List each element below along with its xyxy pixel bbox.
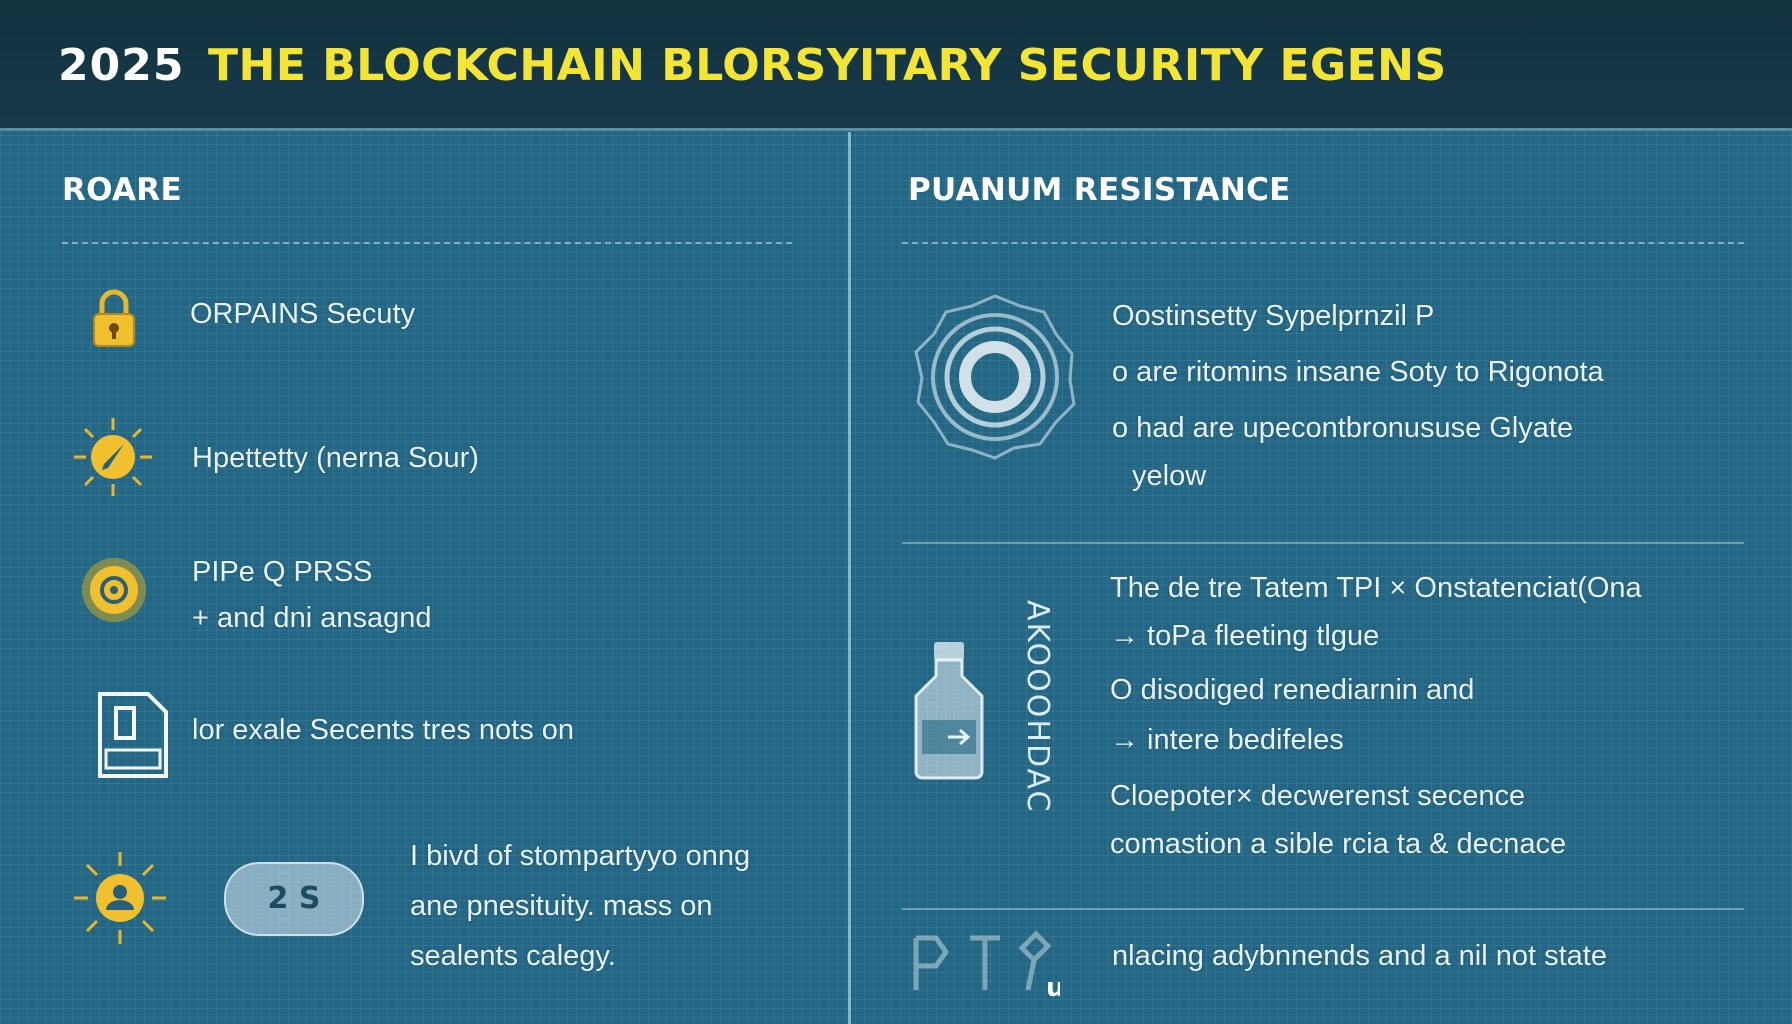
right-s3-line1: nlacing adybnnends and a nil not state — [1112, 940, 1607, 972]
right-s2-line2: → toPa fleeting tlgue — [1110, 620, 1380, 652]
sun-user-icon — [74, 852, 166, 944]
left-item-4-text: lor exale Secents tres nots on — [192, 714, 575, 746]
tools-icon: u — [913, 930, 1060, 1000]
center-divider — [848, 132, 851, 1024]
left-item-3-text-line2: + and dni ansagnd — [192, 602, 432, 634]
right-s2-vertical-label: AKOOOHDAC — [1020, 600, 1055, 814]
header-year: 2025 — [58, 40, 185, 91]
right-s1-line3: o had are upecontbronususe Glyate — [1112, 412, 1574, 444]
right-s1-line2: o are ritomins insane Soty to Rigonota — [1112, 356, 1604, 388]
right-s1-line4: yelow — [1132, 460, 1207, 492]
right-s2-line5: Cloepoter× decwerenst secence — [1110, 780, 1526, 812]
sim-card-icon — [98, 692, 168, 778]
lock-icon — [93, 289, 135, 347]
right-section-rule-2 — [902, 908, 1744, 910]
bottle-icon — [914, 642, 984, 780]
right-panel-title: PUANUM RESISTANCE — [908, 172, 1291, 208]
tools-icon-letter: u — [1046, 973, 1060, 1000]
header-title: THE BLOCKCHAIN BLORSYITARY SECURITY EGEN… — [208, 40, 1447, 91]
right-s1-line1: Oostinsetty Sypelprnzil P — [1112, 300, 1435, 332]
right-s2-line1: The de tre Tatem TPI × Onstatenciat(Ona — [1110, 572, 1642, 604]
left-panel-title: ROARE — [62, 172, 182, 208]
left-item-2-text: Hpettetty (nerna Sour) — [192, 442, 479, 474]
right-title-rule — [902, 242, 1744, 244]
gear-badge-icon — [82, 558, 146, 622]
right-s2-line4: → intere bedifeles — [1110, 724, 1344, 756]
left-item-3-text-line1: PIPe Q PRSS — [192, 556, 373, 588]
left-item-1-text: ORPAINS Secuty — [190, 298, 416, 330]
left-item-5-text-line3: sealents calegy. — [410, 940, 616, 972]
header-bar: 2025 THE BLOCKCHAIN BLORSYITARY SECURITY… — [0, 0, 1792, 131]
left-item-5-text-line1: I bivd of stompartyyo onng — [410, 840, 751, 872]
left-item-5-badge: 2 S — [224, 862, 364, 936]
right-s2-line6: comastion a sible rcia ta & decnace — [1110, 828, 1567, 860]
ring-icon — [914, 294, 1076, 460]
right-section-rule-1 — [902, 542, 1744, 544]
left-title-rule — [62, 242, 792, 244]
right-s2-line3: O disodiged renediarnin and — [1110, 674, 1475, 706]
left-item-5-text-line2: ane pnesituity. mass on — [410, 890, 713, 922]
sun-compass-icon — [74, 418, 152, 496]
